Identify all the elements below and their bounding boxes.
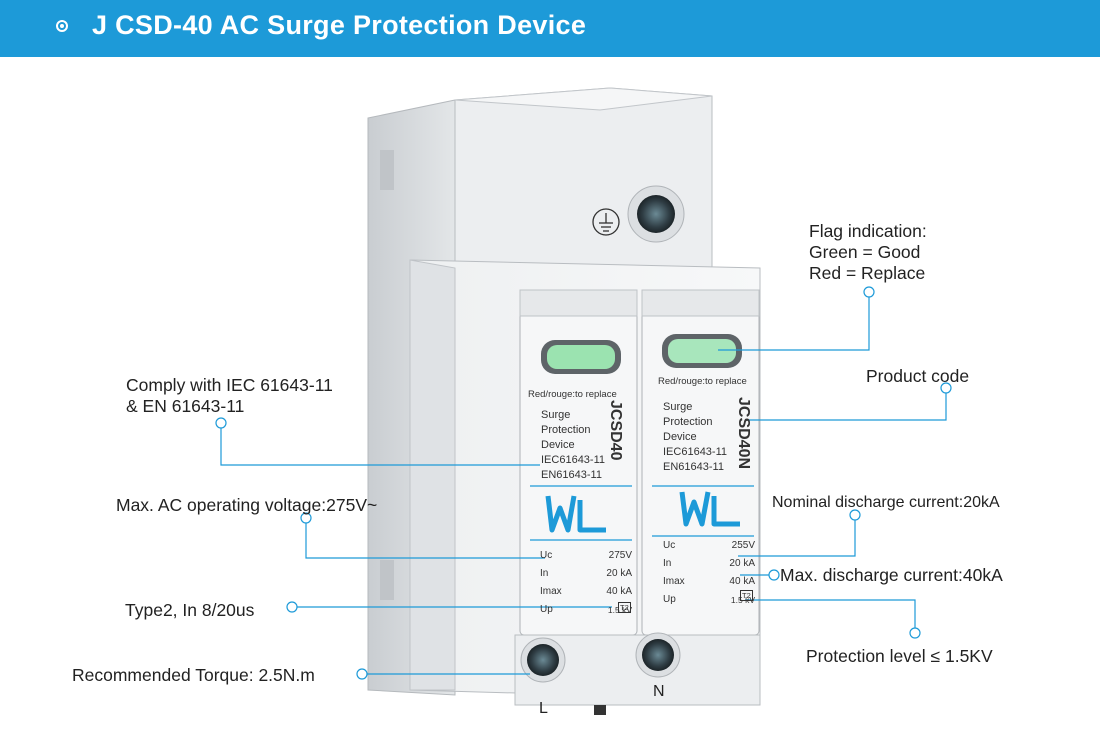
device-top-cap	[454, 87, 713, 269]
right-desc: Surge Protection Device IEC61643-11 EN61…	[663, 400, 727, 475]
flag-red: Red = Replace	[809, 263, 926, 283]
left-desc-line: EN61643-11	[541, 469, 602, 481]
comply-callout: Comply with IEC 61643-11 & EN 61643-11	[126, 375, 333, 417]
right-desc-line: IEC61643-11	[663, 446, 728, 458]
max-discharge-callout: Max. discharge current:40kA	[780, 565, 1003, 585]
nominal-discharge-callout: Nominal discharge current:20kA	[772, 494, 1000, 511]
max-voltage-callout: Max. AC operating voltage:275V~	[116, 495, 378, 515]
terminal-label-n: N	[653, 683, 665, 700]
flag-indication-callout: Flag indication: Green = Good Red = Repl…	[809, 221, 927, 284]
left-indicator-window	[547, 345, 615, 369]
torque-callout: Recommended Torque: 2.5N.m	[72, 665, 315, 685]
right-model-code: JCSD40N	[735, 397, 752, 470]
right-desc-line: EN61643-11	[663, 461, 724, 473]
right-replace-note: Red/rouge:to replace	[658, 376, 747, 387]
callout-lines	[215, 286, 952, 680]
type2-callout: Type2, In 8/20us	[125, 600, 255, 620]
right-module	[641, 289, 760, 636]
header-bar: J CSD-40 AC Surge Protection Device	[0, 0, 1100, 57]
protection-level-callout: Protection level ≤ 1.5KV	[806, 646, 993, 666]
comply-line-1: Comply with IEC 61643-11	[126, 375, 333, 395]
terminal-label-l: L	[539, 700, 548, 717]
left-module	[519, 289, 638, 636]
left-desc-line: Device	[541, 439, 575, 451]
left-desc-line: IEC61643-11	[541, 454, 606, 466]
left-type-badge: T2	[618, 602, 631, 613]
bullet-icon	[56, 20, 68, 32]
right-desc-line: Surge	[663, 401, 693, 413]
right-desc-line: Protection	[663, 416, 713, 428]
left-desc-line: Protection	[541, 424, 591, 436]
left-model-code: JCSD40	[607, 400, 624, 461]
right-type-badge: T2	[740, 590, 753, 601]
left-replace-note: Red/rouge:to replace	[528, 389, 617, 400]
bottom-terminals	[514, 632, 761, 715]
flag-green: Green = Good	[809, 242, 921, 262]
right-indicator-window	[668, 339, 736, 363]
left-desc-line: Surge	[541, 409, 571, 421]
flag-title: Flag indication:	[809, 221, 927, 241]
right-desc-line: Device	[663, 431, 697, 443]
comply-line-2: & EN 61643-11	[126, 396, 245, 416]
left-desc: Surge Protection Device IEC61643-11 EN61…	[541, 408, 605, 483]
page-title: J CSD-40 AC Surge Protection Device	[92, 10, 587, 40]
product-code-callout: Product code	[866, 366, 970, 386]
